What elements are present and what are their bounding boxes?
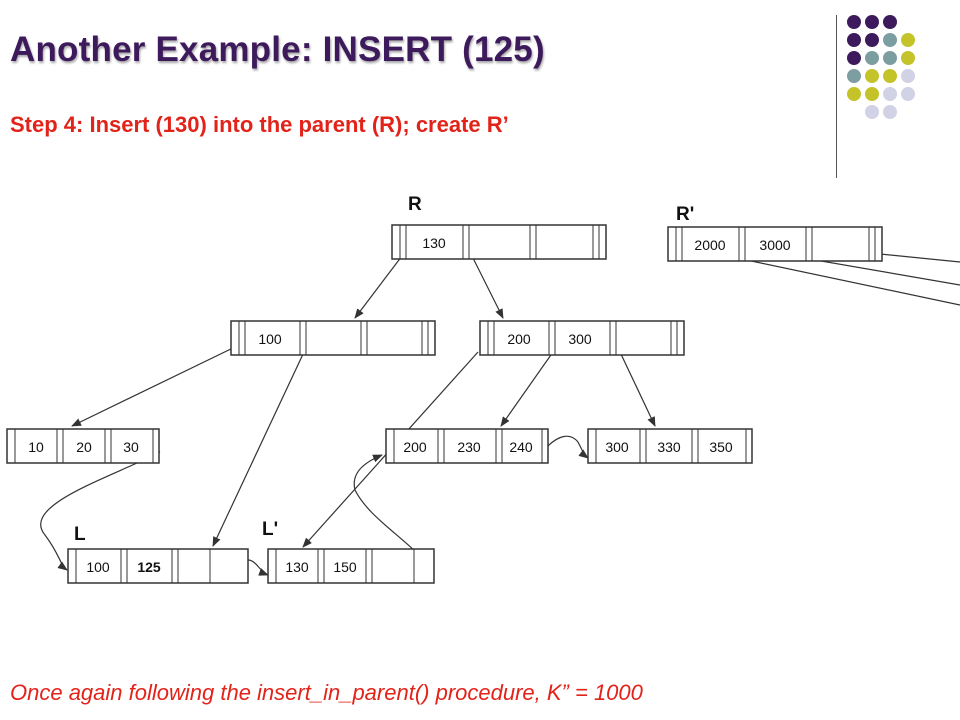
node-label-r: R bbox=[408, 194, 422, 215]
leaf-link-d-to-e bbox=[547, 435, 589, 459]
decorative-dot bbox=[901, 33, 915, 47]
decorative-dot bbox=[847, 15, 861, 29]
node-key: 350 bbox=[709, 439, 733, 455]
node-label-l: L bbox=[74, 524, 86, 545]
tree-node-leaf-a: 10 20 30 bbox=[6, 428, 160, 464]
decorative-dot bbox=[883, 105, 897, 119]
edge-i2-to-e bbox=[619, 351, 656, 427]
edge-i2-to-d bbox=[500, 351, 554, 427]
tree-node-leaf-e: 300 330 350 bbox=[587, 428, 753, 464]
tree-edges bbox=[40, 246, 960, 576]
node-key: 3000 bbox=[759, 237, 790, 253]
edge-i1-to-a bbox=[71, 345, 238, 427]
tree-node-r-prime: 2000 3000 bbox=[667, 226, 883, 262]
node-key: 230 bbox=[457, 439, 481, 455]
decorative-dot bbox=[901, 69, 915, 83]
node-key-inserted: 125 bbox=[137, 559, 161, 575]
decorative-dot bbox=[865, 51, 879, 65]
slide-subtitle: Step 4: Insert (130) into the parent (R)… bbox=[10, 112, 509, 137]
node-key: 150 bbox=[333, 559, 357, 575]
node-label-r-prime: R' bbox=[676, 204, 694, 225]
tree-node-leaf-d: 200 230 240 bbox=[385, 428, 549, 464]
decorative-dot bbox=[901, 87, 915, 101]
node-key: 10 bbox=[28, 439, 44, 455]
leaf-link-l-to-lprime bbox=[247, 559, 269, 576]
node-key: 130 bbox=[285, 559, 309, 575]
decorative-dot bbox=[847, 51, 861, 65]
decorative-dot bbox=[883, 33, 897, 47]
node-key: 200 bbox=[403, 439, 427, 455]
node-key: 2000 bbox=[694, 237, 725, 253]
node-key: 300 bbox=[605, 439, 629, 455]
node-label-l-prime: L' bbox=[262, 519, 278, 540]
decorative-dot bbox=[883, 15, 897, 29]
decorative-dot bbox=[847, 33, 861, 47]
tree-node-leaf-l-prime: 130 150 bbox=[267, 548, 435, 584]
node-key: 100 bbox=[86, 559, 110, 575]
decorative-dot bbox=[865, 33, 879, 47]
leaf-link-a-to-l bbox=[40, 451, 161, 571]
decorative-dot bbox=[847, 87, 861, 101]
decorative-dot bbox=[865, 15, 879, 29]
node-key: 200 bbox=[507, 331, 531, 347]
decorative-dot bbox=[847, 69, 861, 83]
node-key: 130 bbox=[422, 235, 446, 251]
decorative-dot bbox=[883, 69, 897, 83]
edge-r-to-i1 bbox=[354, 251, 406, 319]
node-key: 330 bbox=[657, 439, 681, 455]
decorative-dot bbox=[865, 69, 879, 83]
node-key: 100 bbox=[258, 331, 282, 347]
tree-node-leaf-l: 100 125 bbox=[67, 548, 249, 584]
tree-node-r: 130 bbox=[391, 224, 607, 260]
decorative-dot bbox=[865, 105, 879, 119]
slide-footer: Once again following the insert_in_paren… bbox=[10, 680, 643, 705]
decorative-dot bbox=[883, 51, 897, 65]
edge-i1-to-l bbox=[212, 351, 305, 547]
edge-r-to-i2 bbox=[469, 251, 504, 319]
node-key: 240 bbox=[509, 439, 533, 455]
slide-title: Another Example: INSERT (125) bbox=[10, 30, 545, 69]
tree-node-internal-left: 100 bbox=[230, 320, 436, 356]
tree-node-internal-right: 200 300 bbox=[479, 320, 685, 356]
decorative-dot bbox=[901, 51, 915, 65]
node-key: 300 bbox=[568, 331, 592, 347]
decorative-dot bbox=[865, 87, 879, 101]
decorative-dot bbox=[883, 87, 897, 101]
header-divider bbox=[836, 15, 837, 178]
node-key: 30 bbox=[123, 439, 139, 455]
node-key: 20 bbox=[76, 439, 92, 455]
